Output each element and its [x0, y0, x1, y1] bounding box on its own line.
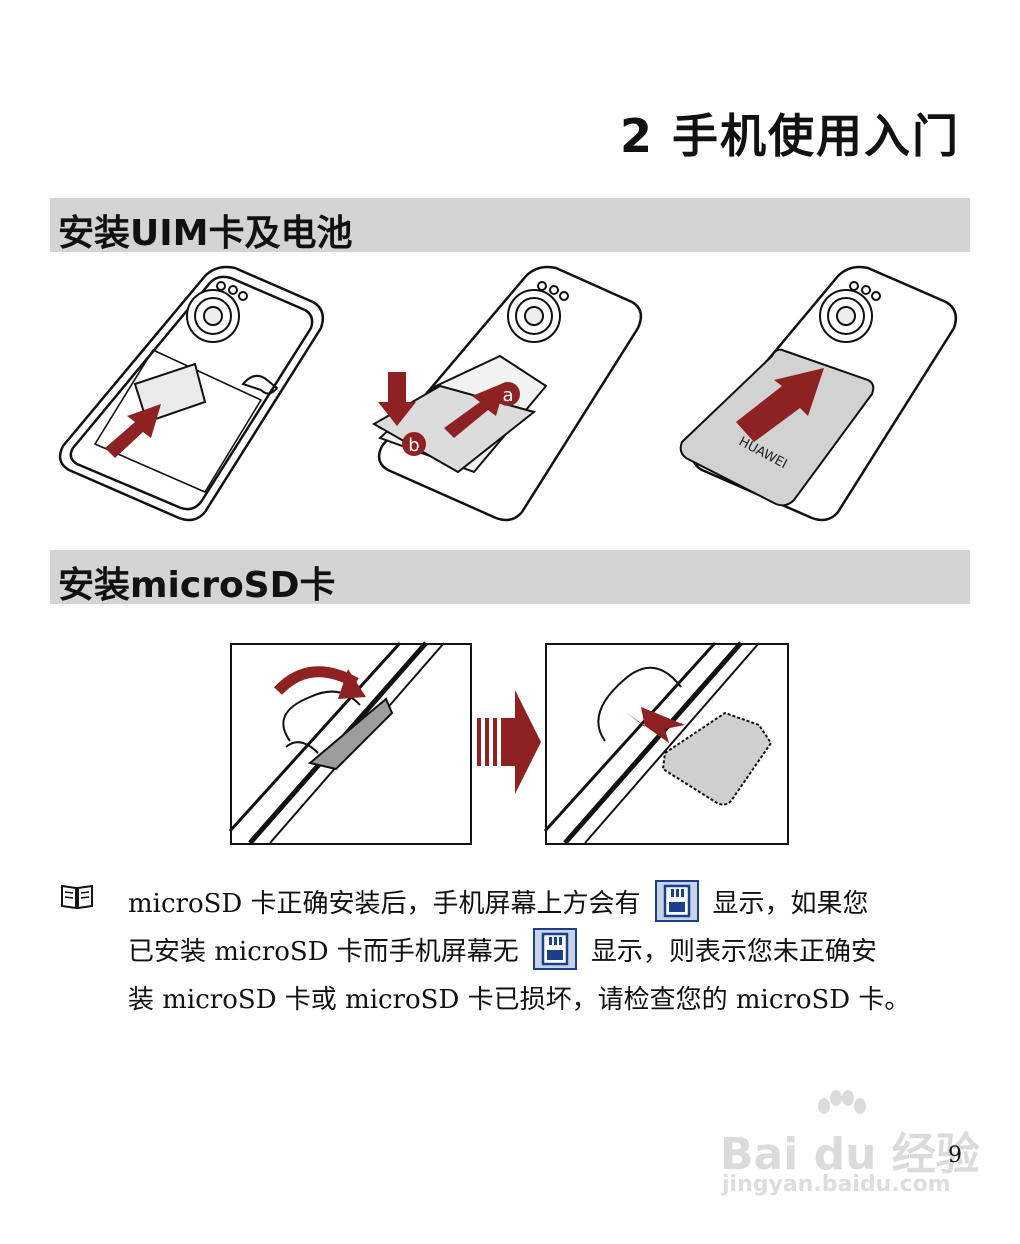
book-icon — [60, 882, 94, 910]
section-title-uim: 安装UIM卡及电池 — [58, 204, 352, 256]
page-number: 9 — [948, 1143, 962, 1168]
section-header-microsd: 安装microSD卡 — [50, 550, 970, 604]
note-paragraph: microSD 卡正确安装后，手机屏幕上方会有 显示，如果您 已安装 micro… — [128, 880, 958, 1024]
section-title-microsd: 安装microSD卡 — [58, 556, 336, 608]
sd-card-status-icon — [655, 880, 699, 922]
note-line-2: 已安装 microSD 卡而手机屏幕无 显示，则表示您未正确安 — [128, 928, 958, 976]
section-header-uim: 安装UIM卡及电池 — [50, 198, 970, 252]
figure-insert-battery: a b — [366, 262, 646, 524]
figure-insert-uim-card — [55, 262, 335, 524]
note-text-1b: 显示，如果您 — [713, 889, 869, 919]
figure-attach-cover: HUAWEI — [678, 262, 968, 524]
note-text-2a: 已安装 microSD 卡而手机屏幕无 — [128, 937, 519, 967]
note-line-3: 装 microSD 卡或 microSD 卡已损坏，请检查您的 microSD … — [128, 976, 958, 1024]
note-text-1a: microSD 卡正确安装后，手机屏幕上方会有 — [128, 889, 641, 919]
baidu-watermark: Bai du 经验 jingyan.baidu.com — [720, 1090, 970, 1200]
figure-insert-microsd — [545, 643, 789, 845]
figure-open-card-slot — [230, 643, 472, 845]
watermark-url: jingyan.baidu.com — [722, 1172, 951, 1197]
callout-b: b — [408, 435, 419, 456]
note-line-1: microSD 卡正确安装后，手机屏幕上方会有 显示，如果您 — [128, 880, 958, 928]
next-step-arrow-icon — [477, 688, 541, 796]
callout-a: a — [502, 385, 513, 406]
chapter-title: 2 手机使用入门 — [620, 100, 960, 166]
note-text-2b: 显示，则表示您未正确安 — [591, 937, 877, 967]
sd-card-status-icon — [533, 928, 577, 970]
